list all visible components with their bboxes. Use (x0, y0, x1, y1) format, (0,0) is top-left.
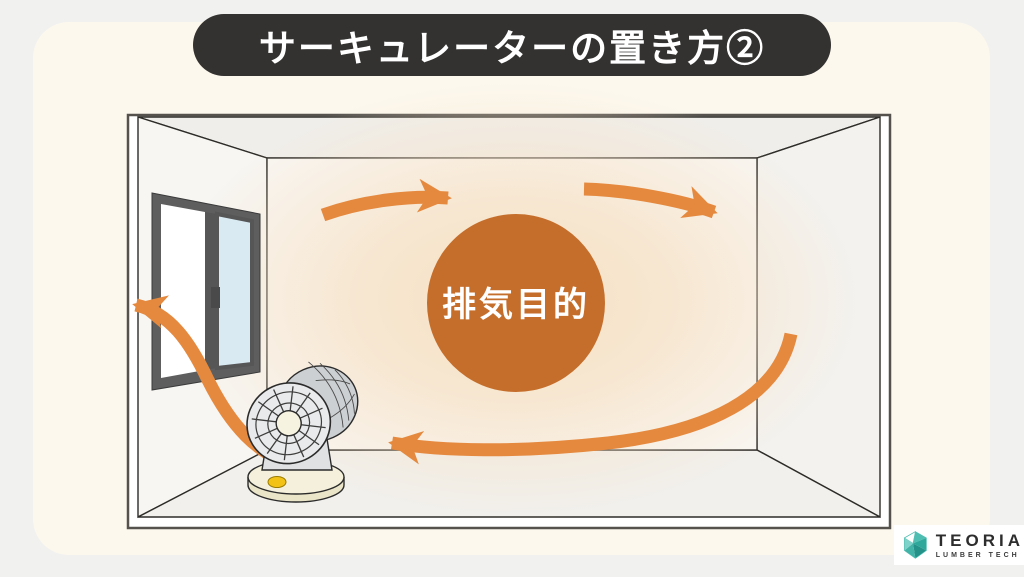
title-banner: サーキュレーターの置き方② (193, 14, 831, 76)
logo-tagline: LUMBER TECH (935, 551, 1020, 559)
fan-power-button (267, 476, 287, 488)
page-title: サーキュレーターの置き方② (258, 28, 766, 69)
purpose-circle: 排気目的 (427, 214, 605, 392)
airflow-arrow-top-right (583, 182, 718, 219)
airflow-arrow-return-to-fan (388, 332, 798, 465)
fan-grill-ring-inner (267, 402, 311, 445)
purpose-circle-shape (427, 214, 605, 392)
fan-grill-ring-outer (255, 391, 322, 456)
window (151, 192, 261, 391)
circulator-fan-icon (246, 361, 359, 503)
window-open-pane (161, 204, 205, 378)
fan-casing-grid-2 (315, 379, 355, 419)
fan-casing-grid (308, 361, 355, 428)
window-handle (211, 287, 220, 308)
brand-logo: TEORIA LUMBER TECH (894, 525, 1024, 565)
airflow-arrow-top-left (320, 178, 452, 222)
window-glass-pane (215, 211, 254, 371)
purpose-circle-label: 排気目的 (442, 286, 590, 324)
gem-icon (903, 531, 927, 559)
logo-brand-name: TEORIA (935, 530, 1024, 550)
fan-hub (275, 410, 302, 437)
fan-head (246, 361, 359, 465)
